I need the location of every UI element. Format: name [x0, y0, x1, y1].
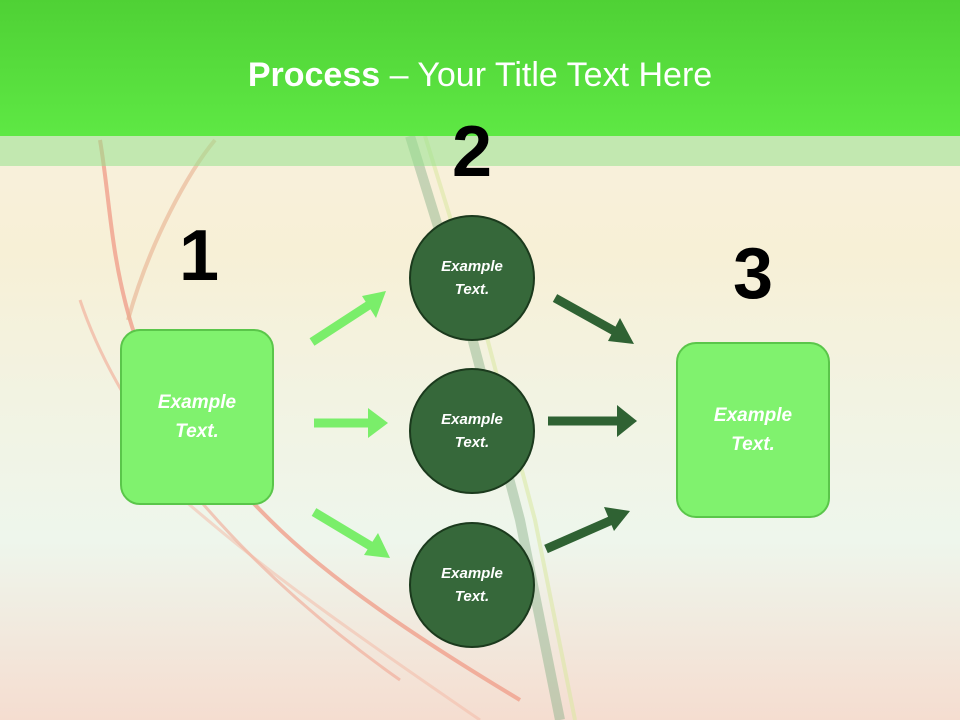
step-2-circle-bottom: Example Text. [409, 522, 535, 648]
step-1-text: Example Text. [157, 392, 237, 442]
step-number-1: 1 [178, 216, 220, 296]
title-rest: – Your Title Text Here [380, 56, 713, 94]
step-3-text: Example Text. [713, 405, 793, 455]
arrow-circle-top-to-box3 [552, 294, 634, 344]
circle-middle-text: Example Text. [441, 411, 503, 451]
arrow-circle-middle-to-box3 [548, 405, 637, 437]
step-number-3: 3 [732, 234, 774, 314]
arrow-box1-to-circle-middle [314, 408, 388, 438]
title-bar [0, 0, 960, 136]
step-2-circle-top: Example Text. [409, 215, 535, 341]
step-1-box: Example Text. [120, 329, 274, 505]
arrow-box1-to-circle-bottom [311, 508, 390, 558]
circle-bottom-text: Example Text. [441, 565, 503, 605]
arrow-circle-bottom-to-box3 [544, 507, 630, 554]
title-bold: Process [247, 56, 381, 94]
circle-top-text: Example Text. [441, 258, 503, 298]
step-number-2: 2 [451, 112, 493, 192]
page-title: Process – Your Title Text Here [0, 55, 960, 95]
arrow-box1-to-circle-top [309, 291, 386, 346]
step-2-circle-middle: Example Text. [409, 368, 535, 494]
step-3-box: Example Text. [676, 342, 830, 518]
title-strip [0, 136, 960, 166]
